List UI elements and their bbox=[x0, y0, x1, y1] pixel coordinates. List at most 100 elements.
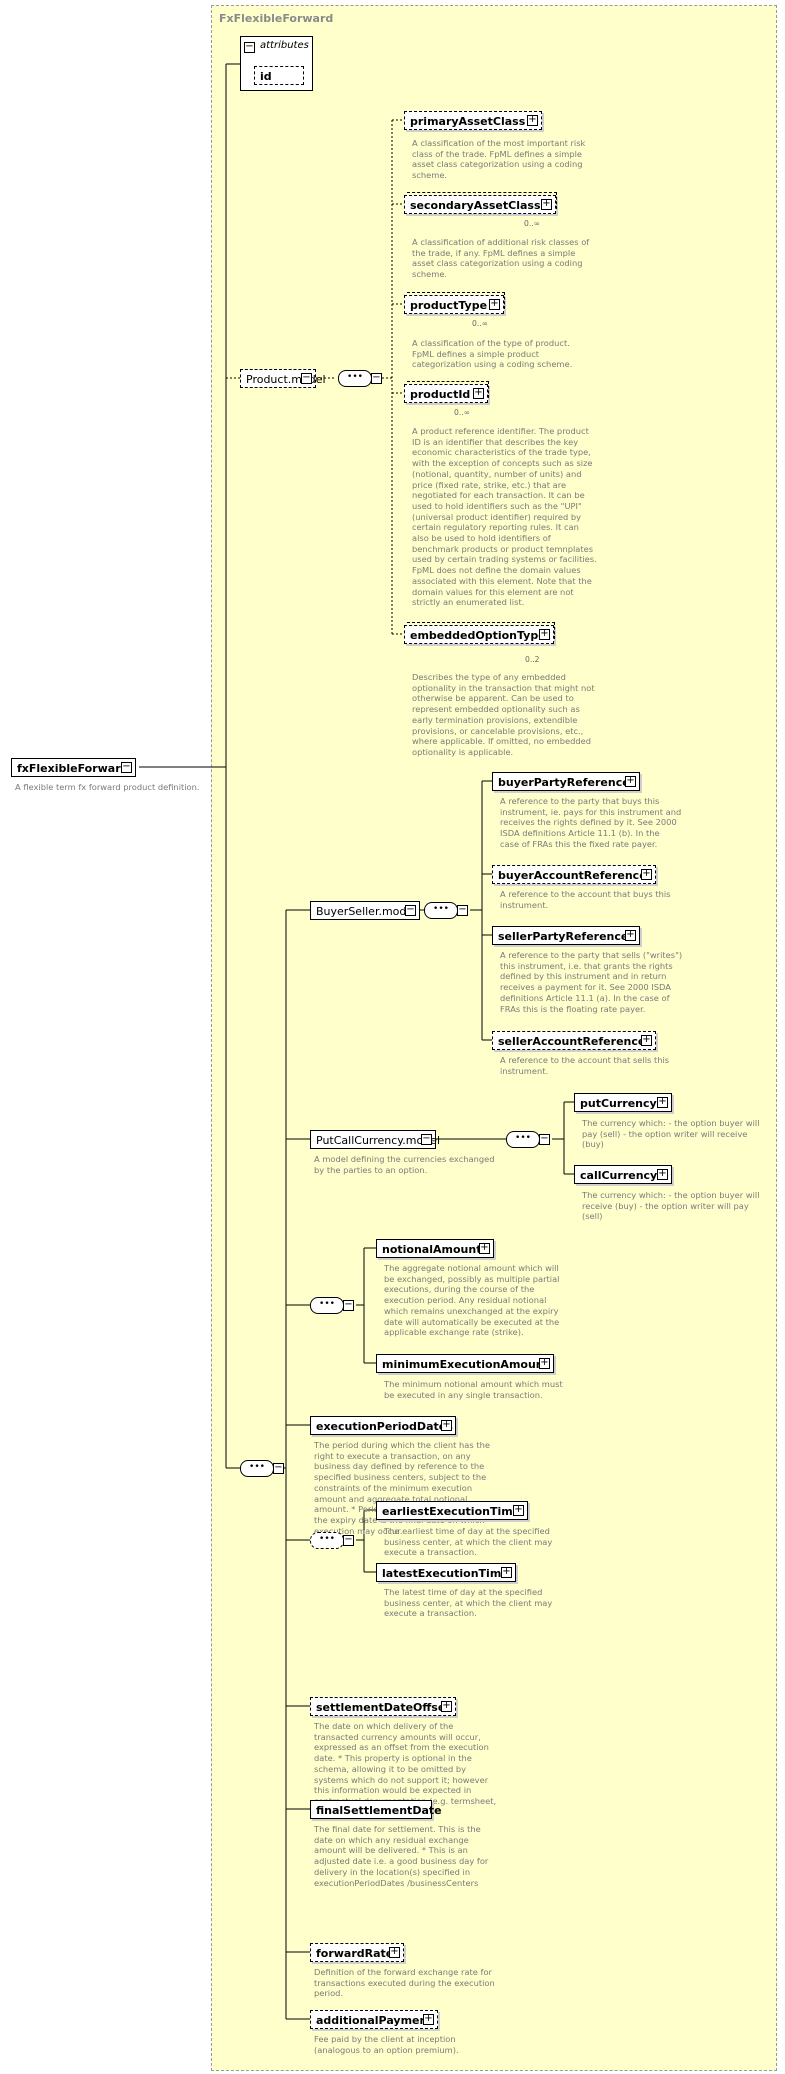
element-forward-rate[interactable]: forwardRate + bbox=[310, 1943, 404, 1962]
desc-line: A model defining the currencies exchange… bbox=[314, 1154, 495, 1164]
put-call-currency-model-group[interactable]: PutCallCurrency.model − bbox=[310, 1130, 440, 1149]
expand-icon[interactable]: + bbox=[625, 929, 636, 941]
expand-icon[interactable]: + bbox=[527, 114, 538, 126]
put-currency-label: putCurrency bbox=[580, 1097, 657, 1110]
collapse-icon[interactable]: − bbox=[421, 1133, 432, 1145]
expand-icon[interactable]: + bbox=[657, 1096, 668, 1108]
expand-icon[interactable]: + bbox=[473, 387, 484, 399]
collapse-icon[interactable]: − bbox=[405, 904, 416, 916]
element-settlement-date-offset[interactable]: settlementDateOffset + bbox=[310, 1697, 456, 1716]
expand-icon[interactable]: + bbox=[641, 1034, 652, 1046]
desc-line: receive (buy) - the option writer will p… bbox=[582, 1200, 749, 1211]
collapse-icon[interactable]: − bbox=[301, 372, 312, 384]
element-execution-period-dates[interactable]: executionPeriodDates + bbox=[310, 1416, 456, 1435]
collapse-icon[interactable]: − bbox=[121, 761, 132, 773]
desc-line: The final date for settlement. This is t… bbox=[314, 1824, 481, 1834]
sequence-collapse-icon[interactable]: − bbox=[457, 904, 468, 916]
notional-sequence-compositor: ••• bbox=[310, 1297, 344, 1314]
time-sequence-compositor: ••• bbox=[310, 1532, 344, 1549]
expand-icon[interactable]: + bbox=[501, 1566, 512, 1578]
element-seller-party-reference[interactable]: sellerPartyReference + bbox=[492, 926, 640, 945]
expand-icon[interactable]: + bbox=[657, 1168, 668, 1180]
frame-title: FxFlexibleForward bbox=[219, 12, 334, 25]
desc-line: pay (sell) - the option writer will rece… bbox=[582, 1128, 748, 1139]
product-type-label: productType bbox=[410, 299, 488, 312]
desc-line: A reference to the party that sells ("wr… bbox=[500, 950, 683, 960]
expand-icon[interactable]: + bbox=[441, 1700, 452, 1712]
element-notional-amount[interactable]: notionalAmount + bbox=[376, 1239, 494, 1258]
element-additional-payment[interactable]: additionalPayment + bbox=[310, 2010, 438, 2029]
desc-line: transacted currency amounts will occur, bbox=[314, 1731, 481, 1742]
product-model-group[interactable]: Product.model − bbox=[240, 369, 326, 388]
notional-amount-desc: The aggregate notional amount which will… bbox=[384, 1263, 560, 1338]
expand-icon[interactable]: + bbox=[479, 1242, 490, 1254]
expand-icon[interactable]: + bbox=[513, 1504, 524, 1516]
root-element-fx-flexible-forward[interactable]: fxFlexibleForward − bbox=[11, 758, 136, 777]
desc-line: right to execute a transaction, on any bbox=[314, 1450, 471, 1461]
desc-line: The period during which the client has t… bbox=[314, 1440, 490, 1450]
sequence-collapse-icon[interactable]: − bbox=[343, 1299, 354, 1311]
attribute-id[interactable]: id bbox=[254, 66, 304, 85]
desc-line: optionality is applicable. bbox=[412, 746, 514, 757]
expand-icon[interactable]: + bbox=[541, 198, 552, 210]
product-type-desc: A classification of the type of product.… bbox=[412, 338, 572, 370]
secondary-asset-class-label: secondaryAssetClass bbox=[410, 199, 541, 212]
element-embedded-option-type[interactable]: embeddedOptionType + bbox=[404, 622, 555, 644]
expand-icon[interactable]: + bbox=[423, 2013, 434, 2025]
seller-party-reference-label: sellerPartyReference bbox=[498, 930, 629, 943]
element-put-currency[interactable]: putCurrency + bbox=[574, 1093, 672, 1112]
seller-account-reference-desc: A reference to the account that sells th… bbox=[500, 1055, 669, 1076]
sequence-collapse-icon[interactable]: − bbox=[343, 1534, 354, 1546]
desc-line: by the parties to an option. bbox=[314, 1164, 428, 1175]
element-seller-account-reference[interactable]: sellerAccountReference + bbox=[492, 1031, 656, 1050]
call-currency-label: callCurrency bbox=[580, 1169, 658, 1182]
desc-line: optionality in the transaction that migh… bbox=[412, 682, 595, 693]
expand-icon[interactable]: + bbox=[441, 1419, 452, 1431]
expand-icon[interactable]: + bbox=[539, 1357, 550, 1369]
buyer-seller-model-group[interactable]: BuyerSeller.model − bbox=[310, 901, 420, 920]
forward-rate-label: forwardRate bbox=[316, 1947, 394, 1960]
element-product-type[interactable]: productType + bbox=[404, 292, 505, 314]
element-buyer-party-reference[interactable]: buyerPartyReference + bbox=[492, 772, 640, 791]
desc-line: amount will be delivered. * This is an bbox=[314, 1845, 468, 1856]
expand-icon[interactable]: + bbox=[641, 868, 652, 880]
sequence-collapse-icon[interactable]: − bbox=[371, 372, 382, 384]
desc-line: represent embedded optionality such as bbox=[412, 704, 580, 715]
execution-period-dates-label: executionPeriodDates bbox=[316, 1420, 453, 1433]
expand-icon[interactable]: + bbox=[625, 775, 636, 787]
element-buyer-account-reference[interactable]: buyerAccountReference + bbox=[492, 865, 656, 884]
desc-line: The currency which: - the option buyer w… bbox=[582, 1190, 760, 1200]
desc-line: otherwise be apparent. Can be used to bbox=[412, 693, 574, 704]
desc-line: execute a transaction. bbox=[384, 1608, 477, 1619]
seller-account-reference-label: sellerAccountReference bbox=[498, 1035, 646, 1048]
desc-line: date. * This property is optional in the bbox=[314, 1753, 472, 1764]
desc-line: FRAs this is the floating rate payer. bbox=[500, 1003, 646, 1014]
element-call-currency[interactable]: callCurrency + bbox=[574, 1165, 672, 1184]
desc-line: asset class categorization using a codin… bbox=[412, 159, 583, 170]
attributes-collapse-icon[interactable]: − bbox=[244, 41, 255, 53]
element-minimum-execution-amount[interactable]: minimumExecutionAmount + bbox=[376, 1354, 554, 1373]
desc-line: be executed in any single transaction. bbox=[384, 1389, 543, 1400]
desc-line: FpML does not define the domain values bbox=[412, 565, 581, 576]
final-settlement-date-label: finalSettlementDate bbox=[316, 1804, 442, 1817]
element-earliest-execution-time[interactable]: earliestExecutionTime + bbox=[376, 1501, 528, 1520]
desc-line: definitions Article 11.1 (a). In the cas… bbox=[500, 992, 670, 1003]
desc-line: executions, during the course of the bbox=[384, 1284, 535, 1295]
minimum-execution-amount-label: minimumExecutionAmount bbox=[382, 1358, 549, 1371]
sequence-collapse-icon[interactable]: − bbox=[273, 1462, 284, 1474]
sequence-collapse-icon[interactable]: − bbox=[539, 1133, 550, 1145]
desc-line: price (fixed rate, strike, etc.) that ar… bbox=[412, 479, 567, 490]
desc-line: scheme. bbox=[412, 170, 448, 181]
additional-payment-label: additionalPayment bbox=[316, 2014, 433, 2027]
element-final-settlement-date[interactable]: finalSettlementDate bbox=[310, 1800, 442, 1819]
element-product-id[interactable]: productId + bbox=[404, 381, 489, 403]
expand-icon[interactable]: + bbox=[539, 628, 550, 640]
secondary-asset-class-desc: A classification of additional risk clas… bbox=[412, 237, 589, 280]
earliest-execution-time-desc: The earliest time of day at the specifie… bbox=[384, 1526, 552, 1558]
element-primary-asset-class[interactable]: primaryAssetClass + bbox=[404, 111, 542, 130]
element-secondary-asset-class[interactable]: secondaryAssetClass + bbox=[404, 192, 557, 214]
expand-icon[interactable]: + bbox=[389, 1946, 400, 1958]
expand-icon[interactable]: + bbox=[489, 298, 500, 310]
element-latest-execution-time[interactable]: latestExecutionTime + bbox=[376, 1563, 516, 1582]
